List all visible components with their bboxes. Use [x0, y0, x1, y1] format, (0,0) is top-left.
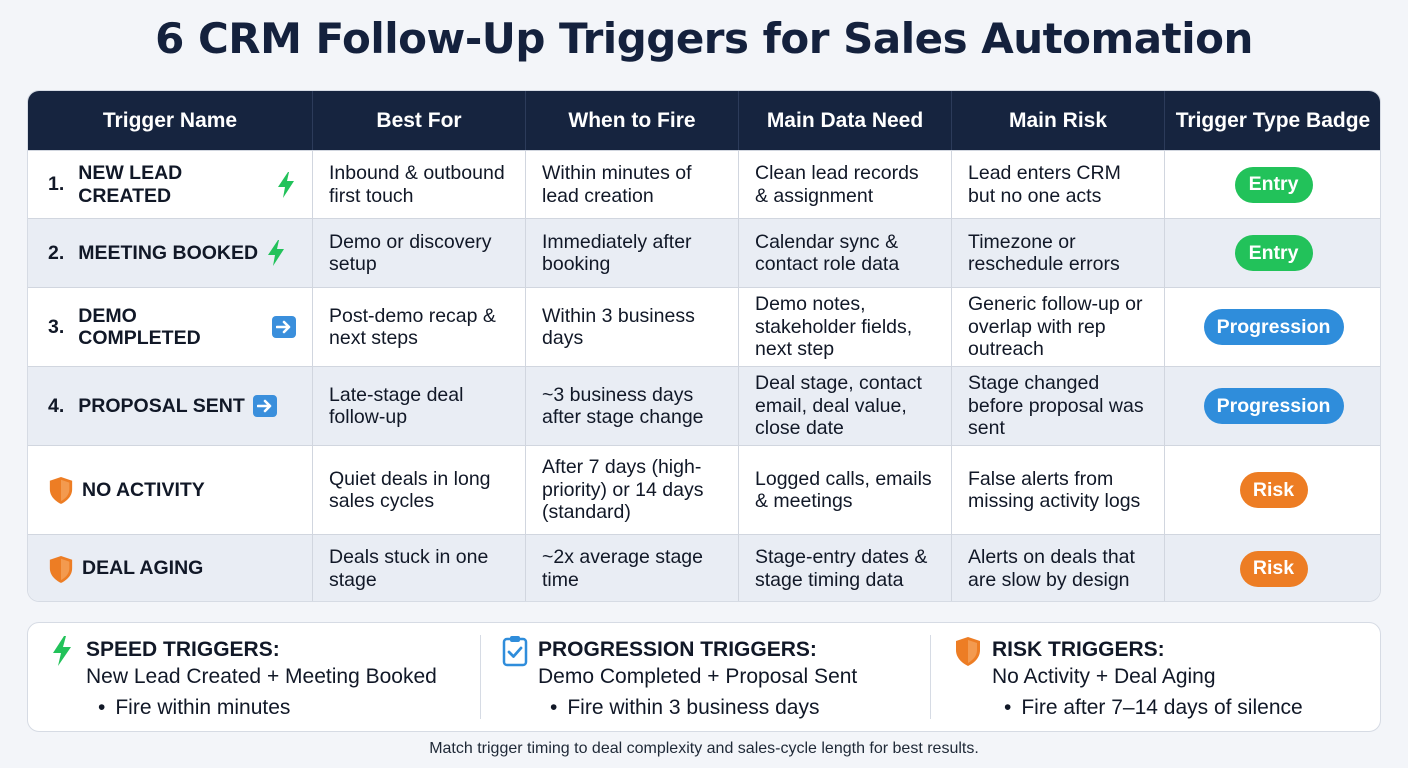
- legend-bullet: Fire within 3 business days: [550, 696, 819, 720]
- legend-title: PROGRESSION TRIGGERS:: [538, 638, 817, 661]
- when-to-fire-cell: Immediately after booking: [526, 218, 739, 287]
- triggers-grid: Trigger Name Best For When to Fire Main …: [28, 91, 1380, 601]
- risk-cell: Alerts on deals that are slow by design: [952, 534, 1165, 601]
- when-to-fire-cell: Within minutes of lead creation: [526, 150, 739, 218]
- best-for-cell: Deals stuck in one stage: [313, 534, 526, 601]
- trigger-type-badge: Entry: [1234, 166, 1313, 203]
- badge-cell: Risk: [1165, 445, 1380, 534]
- trigger-name: MEETING BOOKED: [78, 241, 259, 264]
- risk-cell: False alerts from missing activity logs: [952, 445, 1165, 534]
- trigger-type-badge: Progression: [1203, 309, 1344, 345]
- legend-title: SPEED TRIGGERS:: [86, 638, 280, 661]
- badge-cell: Entry: [1165, 218, 1380, 287]
- data-need-cell: Calendar sync & contact role data: [739, 218, 952, 287]
- trigger-type-badge: Progression: [1203, 388, 1344, 424]
- trigger-type-badge: Entry: [1234, 235, 1313, 271]
- legend-divider: [930, 635, 931, 719]
- badge-cell: Progression: [1165, 366, 1380, 445]
- shield-icon: [48, 554, 74, 584]
- risk-cell: Lead enters CRM but no one acts: [952, 150, 1165, 218]
- legend-subtitle: New Lead Created + Meeting Booked: [86, 665, 437, 688]
- badge-cell: Progression: [1165, 287, 1380, 366]
- data-need-cell: Demo notes, stakeholder fields, next ste…: [739, 287, 952, 366]
- best-for-cell: Inbound & outbound first touch: [313, 150, 526, 218]
- risk-cell: Generic follow-up or overlap with rep ou…: [952, 287, 1165, 366]
- header-when-to-fire: When to Fire: [526, 91, 739, 150]
- triggers-table: Trigger Name Best For When to Fire Main …: [27, 90, 1381, 602]
- trigger-number: 3.: [48, 315, 65, 338]
- risk-cell: Timezone or reschedule errors: [952, 218, 1165, 287]
- trigger-name-cell: 3. DEMO COMPLETED: [28, 287, 313, 366]
- when-to-fire-cell: ~3 business days after stage change: [526, 366, 739, 445]
- trigger-name: PROPOSAL SENT: [78, 394, 245, 417]
- best-for-cell: Post-demo recap & next steps: [313, 287, 526, 366]
- header-best-for: Best For: [313, 91, 526, 150]
- trigger-name: DEAL AGING: [82, 557, 204, 580]
- shield-icon: [954, 635, 982, 672]
- trigger-name-cell: NO ACTIVITY: [28, 445, 313, 534]
- when-to-fire-cell: Within 3 business days: [526, 287, 739, 366]
- when-to-fire-cell: ~2x average stage time: [526, 534, 739, 601]
- lightning-icon: [50, 635, 74, 672]
- legend-speed: SPEED TRIGGERS: New Lead Created + Meeti…: [28, 623, 480, 733]
- badge-cell: Entry: [1165, 150, 1380, 218]
- trigger-number: 2.: [48, 241, 65, 264]
- trigger-name-cell: 2. MEETING BOOKED: [28, 218, 313, 287]
- header-trigger-type-badge: Trigger Type Badge: [1165, 91, 1380, 150]
- trigger-name-cell: 1. NEW LEAD CREATED: [28, 150, 313, 218]
- legend-progression: PROGRESSION TRIGGERS: Demo Completed + P…: [480, 623, 930, 733]
- data-need-cell: Stage-entry dates & stage timing data: [739, 534, 952, 601]
- trigger-name: DEMO COMPLETED: [78, 304, 201, 349]
- legend-panel: SPEED TRIGGERS: New Lead Created + Meeti…: [27, 622, 1381, 732]
- header-main-data-need: Main Data Need: [739, 91, 952, 150]
- legend-subtitle: Demo Completed + Proposal Sent: [538, 665, 858, 688]
- trigger-name-cell: DEAL AGING: [28, 534, 313, 601]
- risk-cell: Stage changed before proposal was sent: [952, 366, 1165, 445]
- data-need-cell: Logged calls, emails & meetings: [739, 445, 952, 534]
- best-for-cell: Late-stage deal follow-up: [313, 366, 526, 445]
- arrow-right-icon: [272, 316, 296, 338]
- arrow-right-icon: [252, 395, 277, 417]
- trigger-number: 1.: [48, 173, 65, 196]
- best-for-cell: Demo or discovery setup: [313, 218, 526, 287]
- trigger-number: 4.: [48, 394, 65, 417]
- trigger-type-badge: Risk: [1239, 550, 1308, 587]
- legend-risk: RISK TRIGGERS: No Activity + Deal Aging …: [930, 623, 1380, 733]
- header-main-risk: Main Risk: [952, 91, 1165, 150]
- legend-subtitle: No Activity + Deal Aging: [992, 665, 1216, 688]
- page-title: 6 CRM Follow-Up Triggers for Sales Autom…: [155, 14, 1253, 63]
- badge-cell: Risk: [1165, 534, 1380, 601]
- best-for-cell: Quiet deals in long sales cycles: [313, 445, 526, 534]
- header-trigger-name: Trigger Name: [28, 91, 313, 150]
- data-need-cell: Clean lead records & assignment: [739, 150, 952, 218]
- data-need-cell: Deal stage, contact email, deal value, c…: [739, 366, 952, 445]
- legend-title: RISK TRIGGERS:: [992, 638, 1165, 661]
- trigger-name: NO ACTIVITY: [82, 478, 205, 501]
- shield-icon: [48, 475, 74, 505]
- legend-divider: [480, 635, 481, 719]
- clipboard-check-icon: [502, 635, 528, 672]
- when-to-fire-cell: After 7 days (high-priority) or 14 days …: [526, 445, 739, 534]
- trigger-name: NEW LEAD CREATED: [78, 162, 183, 207]
- lightning-icon: [276, 171, 296, 199]
- trigger-name-cell: 4. PROPOSAL SENT: [28, 366, 313, 445]
- legend-bullet: Fire after 7–14 days of silence: [1004, 696, 1302, 720]
- lightning-icon: [266, 239, 286, 267]
- trigger-type-badge: Risk: [1239, 472, 1308, 508]
- legend-bullet: Fire within minutes: [98, 696, 290, 720]
- footer-note: Match trigger timing to deal complexity …: [429, 740, 979, 757]
